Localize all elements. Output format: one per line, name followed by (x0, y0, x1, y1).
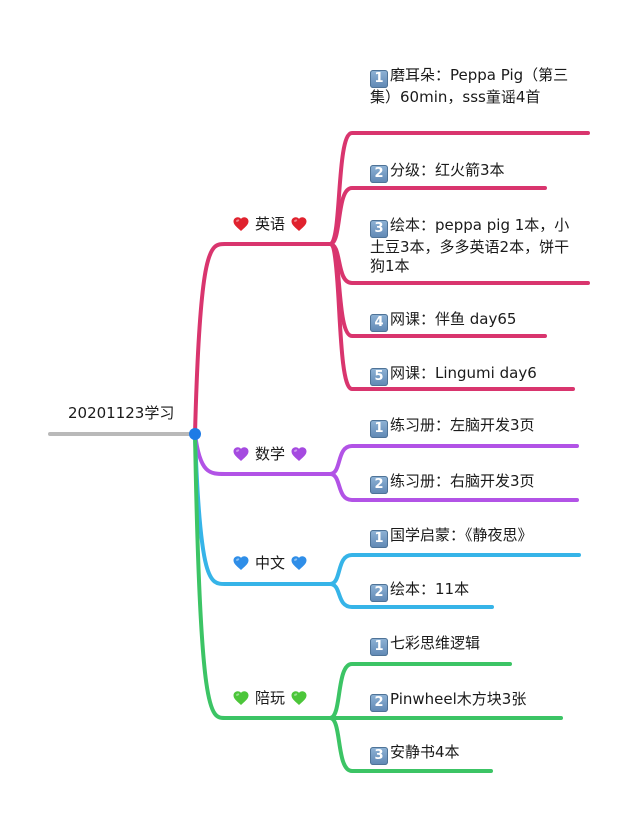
leaf-label: 国学启蒙：《静夜思》 (390, 526, 533, 544)
leaf-label: 七彩思维逻辑 (390, 634, 481, 652)
root-node-dot (189, 428, 201, 440)
branch-label: 中文 (255, 554, 286, 572)
leaf-label: 网课：伴鱼 day65 (390, 310, 517, 328)
leaf-label: 绘本：peppa pig 1本，小土豆3本，多多英语2本，饼干狗1本 (370, 216, 570, 275)
number-2-icon: 2 (370, 476, 388, 494)
branch-topic-英语[interactable]: 英语 (232, 214, 308, 234)
leaf-label: 绘本：11本 (390, 580, 470, 598)
branch-label: 陪玩 (255, 689, 286, 707)
blue-heart-icon (290, 554, 308, 572)
number-1-icon: 1 (370, 420, 388, 438)
leaf-label: 安静书4本 (390, 743, 460, 761)
number-2-icon: 2 (370, 694, 388, 712)
leaf-label: 练习册：右脑开发3页 (390, 472, 535, 490)
branch-connector-1 (193, 432, 227, 476)
branch-topic-陪玩[interactable]: 陪玩 (232, 688, 308, 708)
leaf-label: Pinwheel木方块3张 (390, 690, 527, 708)
blue-heart-icon (232, 554, 250, 572)
number-2-icon: 2 (370, 584, 388, 602)
branch-topic-数学[interactable]: 数学 (232, 444, 308, 464)
leaf-connector (328, 716, 493, 773)
number-3-icon: 3 (370, 220, 388, 238)
branch-connector-0 (193, 242, 227, 436)
branch-connector-3 (193, 432, 227, 720)
leaf-connector (328, 472, 579, 502)
leaf-connector (328, 582, 494, 609)
leaf-label: 练习册：左脑开发3页 (390, 416, 535, 434)
green-heart-icon (232, 689, 250, 707)
number-4-icon: 4 (370, 314, 388, 332)
number-3-icon: 3 (370, 747, 388, 765)
branch-label: 数学 (255, 445, 286, 463)
red-heart-icon (232, 215, 250, 233)
leaf-connector (328, 444, 579, 476)
branch-label: 英语 (255, 215, 286, 233)
purple-heart-icon (232, 445, 250, 463)
number-5-icon: 5 (370, 368, 388, 386)
green-heart-icon (290, 689, 308, 707)
leaf-label: 磨耳朵：Peppa Pig（第三集）60min，sss童谣4首 (370, 66, 569, 106)
number-2-icon: 2 (370, 165, 388, 183)
number-1-icon: 1 (370, 638, 388, 656)
leaf-label: 分级：红火箭3本 (390, 161, 505, 179)
purple-heart-icon (290, 445, 308, 463)
number-1-icon: 1 (370, 70, 388, 88)
leaf-connector (328, 242, 575, 391)
leaf-connector (328, 186, 547, 246)
number-1-icon: 1 (370, 530, 388, 548)
leaf-label: 网课：Lingumi day6 (390, 364, 537, 382)
leaf-connector (328, 662, 512, 720)
root-topic: 20201123学习 (68, 404, 175, 422)
red-heart-icon (290, 215, 308, 233)
branch-topic-中文[interactable]: 中文 (232, 553, 308, 573)
